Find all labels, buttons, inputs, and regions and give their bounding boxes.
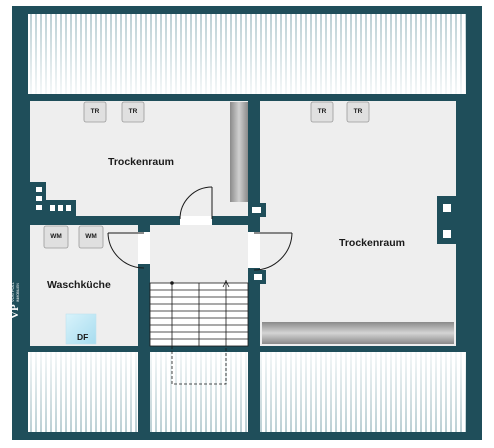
room-trockenraum-right-floor bbox=[260, 101, 456, 346]
dryer-label: TR bbox=[90, 108, 100, 115]
washer-icon bbox=[43, 225, 104, 249]
door-waschkueche[interactable] bbox=[107, 232, 150, 269]
floor-drain-icon bbox=[65, 313, 97, 345]
staircase bbox=[149, 280, 249, 385]
room-label-waschkueche: Waschküche bbox=[47, 279, 111, 291]
hall-floor bbox=[150, 225, 248, 283]
dryer-label: TR bbox=[128, 108, 138, 115]
skylight-right bbox=[262, 322, 454, 344]
floor-drain-label: DF bbox=[77, 332, 89, 342]
door-trockenraum-right[interactable] bbox=[248, 232, 293, 271]
room-label-trockenraum-right: Trockenraum bbox=[339, 237, 405, 249]
dryer-icon bbox=[83, 101, 370, 123]
roof-slope-bottom-right bbox=[260, 352, 466, 432]
dryer-label: TR bbox=[353, 108, 363, 115]
roof-slope-top bbox=[28, 14, 466, 94]
washer-label: WM bbox=[50, 233, 62, 240]
svg-text:VP: VP bbox=[10, 304, 21, 319]
roof-slope-bottom-left bbox=[28, 352, 138, 432]
svg-text:VON POLL: VON POLL bbox=[10, 281, 15, 302]
von-poll-logo: VP VON POLL IMMOBILIEN bbox=[10, 281, 21, 319]
dryer-label: TR bbox=[317, 108, 327, 115]
room-label-trockenraum-left: Trockenraum bbox=[108, 156, 174, 168]
door-trockenraum-left[interactable] bbox=[179, 186, 213, 225]
roof-slope-bottom-middle bbox=[150, 352, 248, 432]
svg-text:IMMOBILIEN: IMMOBILIEN bbox=[16, 283, 20, 302]
skylight-left bbox=[230, 102, 248, 202]
duct-boxes bbox=[30, 182, 456, 284]
washer-label: WM bbox=[85, 233, 97, 240]
